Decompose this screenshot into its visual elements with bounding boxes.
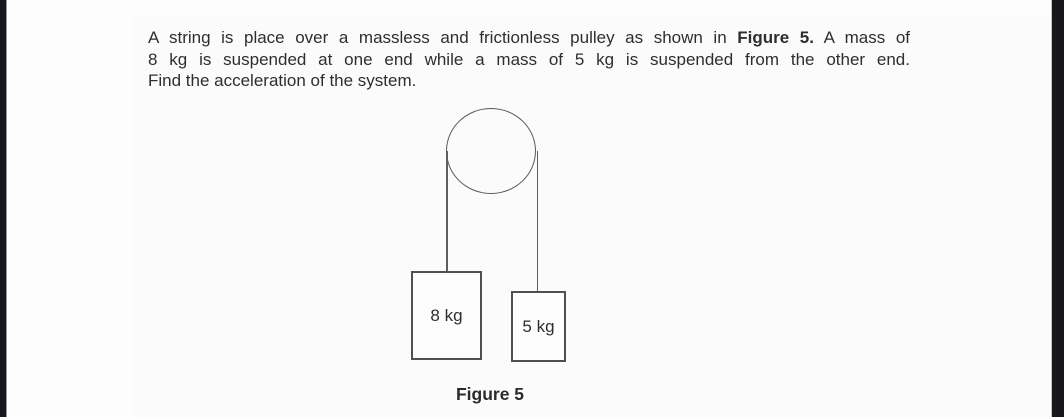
mass-box-5kg: 5 kg xyxy=(511,291,566,362)
left-edge-bar xyxy=(0,0,7,417)
string-left xyxy=(446,151,448,271)
pulley-circle xyxy=(446,108,536,194)
figure-caption: Figure 5 xyxy=(455,384,525,404)
problem-line-1-suffix: A mass of xyxy=(823,28,910,47)
string-right xyxy=(536,151,539,291)
mass-box-8kg: 8 kg xyxy=(411,271,482,360)
problem-line-1: A string is place over a massless and fr… xyxy=(148,27,910,49)
problem-statement: A string is place over a massless and fr… xyxy=(148,27,910,92)
problem-line-1-prefix: A string is place over a massless and fr… xyxy=(148,28,727,47)
figure-reference: Figure 5. xyxy=(737,28,814,47)
problem-line-2: 8 kg is suspended at one end while a mas… xyxy=(148,49,910,69)
problem-line-3: Find the acceleration of the system. xyxy=(148,71,417,90)
mass-label-5kg: 5 kg xyxy=(522,316,555,336)
mass-label-8kg: 8 kg xyxy=(430,305,463,325)
right-edge-bar xyxy=(1051,0,1064,417)
scan-shading xyxy=(133,15,1054,417)
